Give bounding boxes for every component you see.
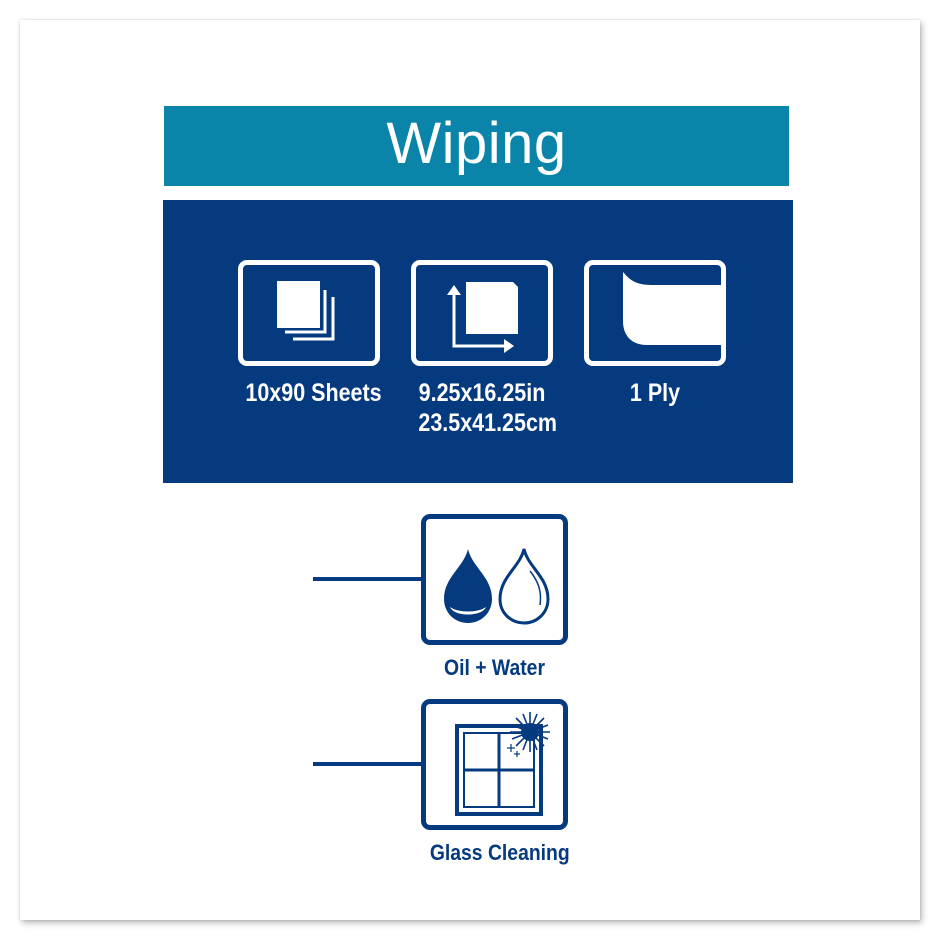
connector-line-glass-cleaning	[313, 762, 423, 766]
stacked-sheets-icon	[238, 260, 380, 366]
category-title: Wiping	[386, 111, 567, 176]
use-oil-water: Oil + Water	[421, 514, 568, 681]
oil-water-drops-icon	[421, 514, 568, 645]
sheet-dimensions-icon	[411, 260, 553, 366]
category-title-bar: Wiping	[164, 106, 789, 186]
glass-window-sparkle-icon	[421, 699, 568, 830]
spec-sheets: 10x90 Sheets	[235, 260, 383, 408]
dimension-cm: 23.5x41.25cm	[418, 409, 558, 437]
spec-panel: 10x90 Sheets 9.25x16.25in 23.5x41.25cm 1…	[163, 200, 793, 483]
dimension-inches: 9.25x16.25in	[418, 379, 546, 407]
connector-line-oil-water	[313, 577, 423, 581]
spec-ply: 1 Ply	[581, 260, 729, 408]
spec-dimensions: 9.25x16.25in 23.5x41.25cm	[408, 260, 558, 438]
use-glass-cleaning: Glass Cleaning	[421, 699, 570, 866]
ply-icon	[584, 260, 726, 366]
